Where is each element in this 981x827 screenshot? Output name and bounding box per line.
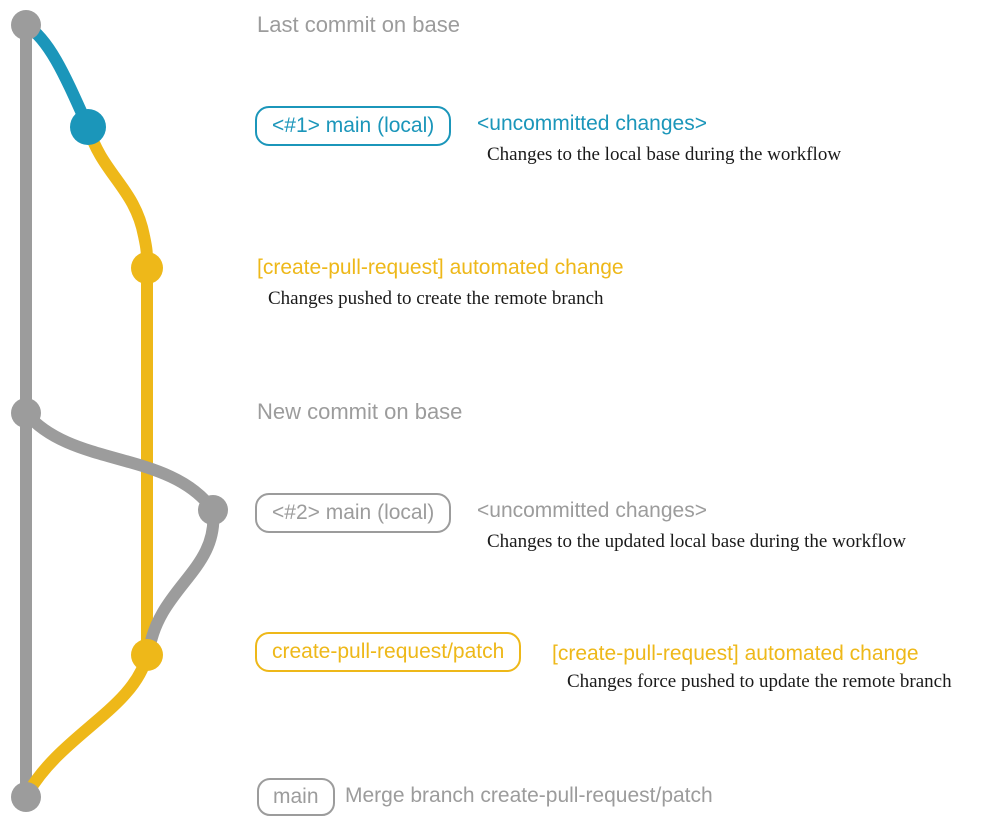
updated-local-branch-in-line: [143, 504, 220, 656]
branch-tag-create-pull-request-patch: create-pull-request/patch: [255, 632, 522, 672]
branch-tag-main: main: [257, 778, 335, 816]
remote-commit-1-dot: [131, 252, 163, 284]
new-commit-on-base-label: New commit on base: [257, 399, 463, 424]
local-commit-2-dot: [198, 495, 228, 525]
commit-title-automated-change-2: [create-pull-request] automated change: [552, 642, 919, 665]
commit-description-2: Changes pushed to create the remote bran…: [268, 288, 604, 309]
commit-title-uncommitted-1: <uncommitted changes>: [477, 112, 707, 135]
commit-description-4: Changes force pushed to update the remot…: [567, 671, 952, 692]
branch-tag-main-local-2: <#2> main (local): [255, 493, 452, 533]
git-graph: [11, 10, 228, 812]
merge-branch-line: [22, 649, 153, 799]
branch-tag-main-local-1: <#1> main (local): [255, 106, 452, 146]
commit-description-1: Changes to the local base during the wor…: [487, 144, 842, 165]
merge-commit-dot: [11, 782, 41, 812]
last-commit-on-base-label: Last commit on base: [257, 12, 460, 37]
base-new-commit-dot: [11, 398, 41, 428]
commit-description-3: Changes to the updated local base during…: [487, 531, 906, 552]
updated-local-branch-out-line: [20, 407, 219, 516]
merge-commit-message: Merge branch create-pull-request/patch: [345, 784, 713, 807]
remote-branch-curve-top: [82, 121, 153, 274]
commit-title-automated-change-1: [create-pull-request] automated change: [257, 256, 624, 279]
remote-commit-2-dot: [131, 639, 163, 671]
commit-title-uncommitted-2: <uncommitted changes>: [477, 499, 707, 522]
base-tip-commit-dot: [11, 10, 41, 40]
local-commit-1-dot: [70, 109, 106, 145]
